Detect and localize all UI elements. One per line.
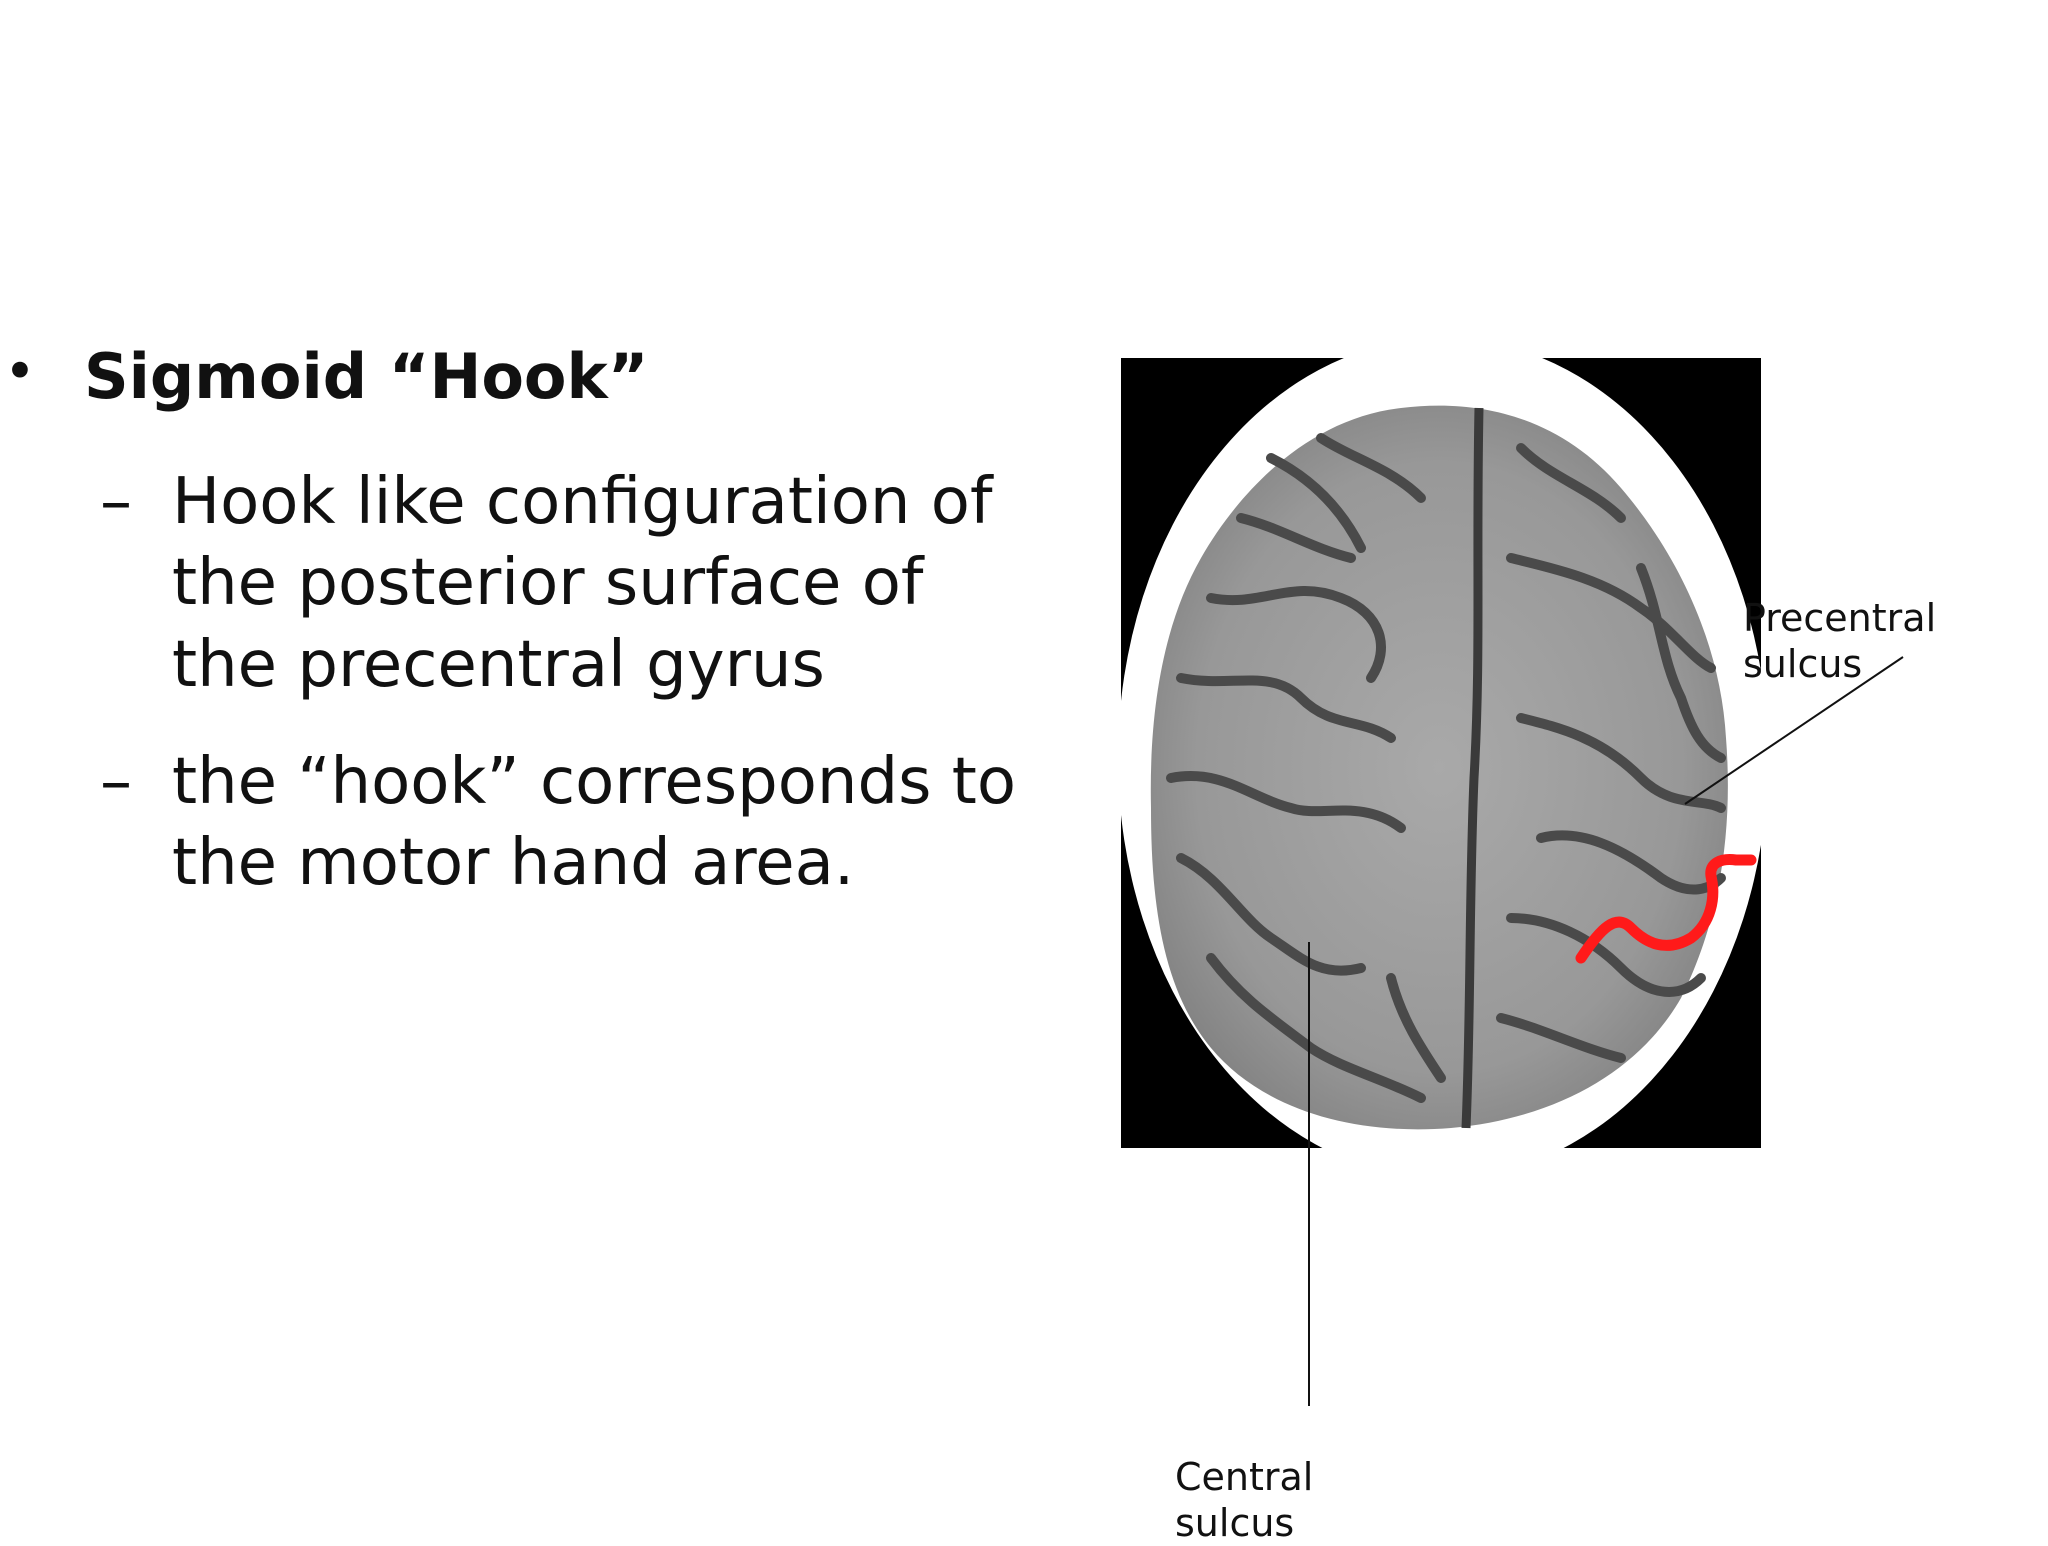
bullet-symbol: •: [4, 340, 36, 403]
interhemispheric-fissure: [1461, 407, 1484, 1129]
subpoint-text: the “hook” corresponds to the motor hand…: [172, 745, 1017, 901]
ct-brain-scan: [1121, 358, 1761, 1148]
main-bullet: • Sigmoid “Hook”: [0, 340, 649, 414]
label-line: Central: [1175, 1455, 1314, 1499]
dash-symbol: –: [100, 745, 132, 819]
ct-brain-image: [1121, 358, 1761, 1148]
label-line: Precentral: [1743, 596, 1937, 640]
subpoint-text: Hook like configuration of the posterior…: [172, 465, 993, 702]
label-line: sulcus: [1743, 641, 1863, 686]
label-precentral-sulcus: Precentral sulcus: [1743, 596, 2003, 687]
subpoint-motor-hand-area: – the “hook” corresponds to the motor ha…: [100, 742, 1040, 905]
sigmoid-hook-highlight: [1575, 854, 1757, 964]
label-line: sulcus: [1175, 1500, 1295, 1545]
subpoint-hook-configuration: – Hook like configuration of the posteri…: [100, 462, 1040, 706]
dash-symbol: –: [100, 465, 132, 539]
label-central-sulcus: Central sulcus: [1175, 1455, 1395, 1546]
left-sulci: [1166, 433, 1446, 1103]
bullet-title: Sigmoid “Hook”: [84, 340, 649, 413]
brain-outline: [1150, 405, 1728, 1130]
